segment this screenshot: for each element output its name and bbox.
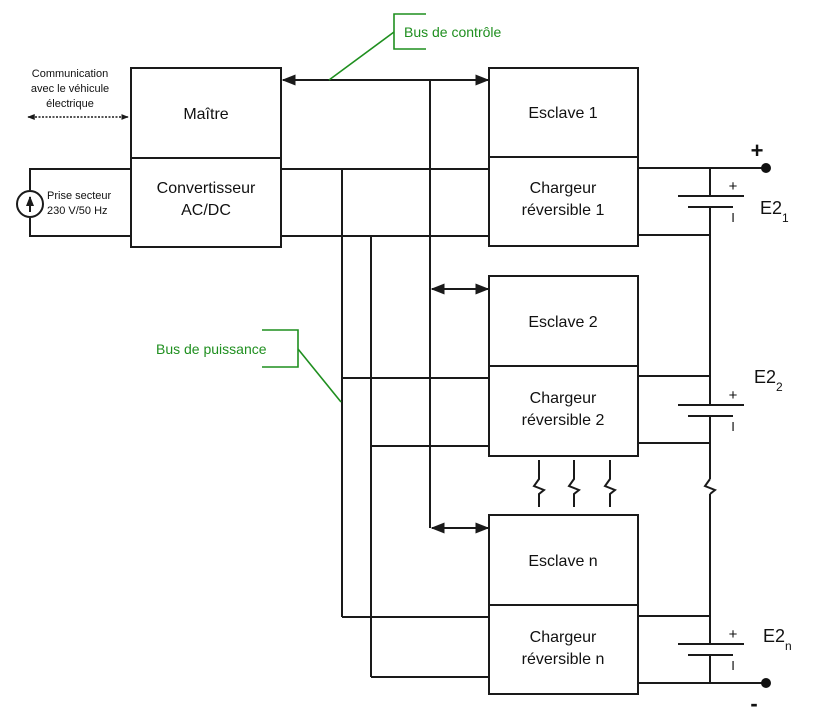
battery-n-label: E2n	[763, 626, 792, 653]
slave-2-charger-line1: Chargeur	[530, 390, 597, 407]
mains-source: Prise secteur 230 V/50 Hz	[16, 168, 130, 237]
mains-label-line1: Prise secteur	[47, 190, 112, 202]
continuation-break-icons	[532, 460, 617, 507]
cell-n-plus-sign: +	[729, 626, 738, 643]
converter-label-line1: Convertisseur	[157, 180, 256, 197]
slave-n-controller-box	[488, 514, 639, 606]
break-icon-3	[603, 460, 617, 507]
slave-1-controller-box	[488, 67, 639, 158]
control-bus-bracket	[393, 13, 426, 50]
slave-1-charger-line2: réversible 1	[522, 202, 605, 219]
battery-1-label: E21	[760, 198, 789, 225]
cell-1-minus-sign: I	[731, 210, 735, 225]
master-label: Maître	[183, 106, 228, 123]
acdc-converter-box	[130, 157, 282, 248]
battery-cell-n-icon: + I	[678, 626, 744, 673]
converter-label-line2: AC/DC	[181, 202, 231, 219]
battery-2-label: E22	[754, 367, 783, 394]
power-bus-leader-line	[297, 348, 342, 403]
control-bus-label: Bus de contrôle	[404, 24, 501, 40]
battery-string: + - + I E21 + I E22 + I E2n	[638, 138, 792, 716]
power-bus-bracket	[262, 329, 299, 368]
cell-1-plus-sign: +	[729, 178, 738, 195]
cell-2-minus-sign: I	[731, 419, 735, 434]
cell-n-minus-sign: I	[731, 658, 735, 673]
cell-2-plus-sign: +	[729, 387, 738, 404]
positive-terminal-label: +	[751, 138, 764, 163]
vehicle-communication: Communication avec le véhicule électriqu…	[27, 68, 129, 120]
power-bus-label: Bus de puissance	[156, 341, 267, 357]
master-block: Maître Convertisseur AC/DC	[130, 67, 282, 248]
negative-terminal-label: -	[750, 691, 757, 716]
control-bus-annotation: Bus de contrôle	[328, 13, 501, 81]
power-bus	[281, 168, 488, 678]
vehicle-comm-label-line1: Communication	[32, 68, 108, 80]
slave-1-charger-line1: Chargeur	[530, 180, 597, 197]
slave-2-block: Esclave 2 Chargeur réversible 2	[488, 275, 639, 457]
break-icon-1	[532, 460, 546, 507]
slave-2-label: Esclave 2	[528, 314, 597, 331]
master-controller-box	[130, 67, 282, 159]
battery-cell-1-icon: + I	[678, 178, 744, 225]
break-icon-2	[567, 460, 581, 507]
vehicle-comm-label-line3: électrique	[46, 98, 94, 110]
mains-wire-bottom	[29, 218, 130, 237]
rail-break-icon	[703, 478, 717, 495]
slave-1-charger-box	[488, 156, 639, 247]
slave-2-charger-line2: réversible 2	[522, 412, 605, 429]
battery-cell-2-icon: + I	[678, 387, 744, 434]
slave-1-block: Esclave 1 Chargeur réversible 1	[488, 67, 639, 247]
control-bus	[281, 74, 490, 534]
slave-n-charger-box	[488, 604, 639, 695]
slave-n-label: Esclave n	[528, 553, 597, 570]
slave-n-charger-line1: Chargeur	[530, 629, 597, 646]
negative-terminal-dot	[761, 678, 771, 688]
slave-n-charger-line2: réversible n	[522, 651, 605, 668]
power-bus-annotation: Bus de puissance	[156, 329, 342, 403]
slave-n-block: Esclave n Chargeur réversible n	[488, 514, 639, 695]
positive-terminal-dot	[761, 163, 771, 173]
vehicle-comm-label-line2: avec le véhicule	[31, 83, 109, 95]
slave-1-label: Esclave 1	[528, 105, 597, 122]
slave-2-charger-box	[488, 365, 639, 457]
mains-label-line2: 230 V/50 Hz	[47, 205, 108, 217]
mains-wire-top	[29, 168, 130, 190]
control-bus-leader-line	[328, 31, 395, 81]
